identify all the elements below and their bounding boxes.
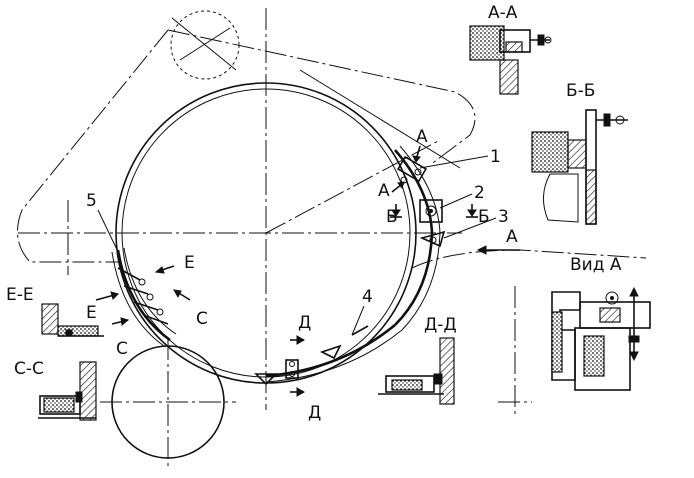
view-a-label: Вид А [570,255,622,275]
section-bb-label: Б-Б [566,81,595,101]
letter-d-bottom: Д [308,403,321,423]
section-ee-label: Е-Е [6,285,34,305]
diagonal-line [300,70,460,168]
section-cc-label: С-С [14,359,44,379]
bb-block [532,132,568,172]
letter-a-right: А [506,227,518,247]
section-aa-label: А-А [488,3,518,23]
letter-d-top: Д [298,313,311,333]
callout-5: 5 [86,191,97,211]
letter-c-right: С [196,309,208,329]
letter-e-bottom: Е [86,303,97,323]
letter-a-mid: А [378,181,390,201]
callout-3: 3 [498,207,509,227]
view-a: Вид А [498,255,650,414]
top-roller-axis-1 [172,18,236,70]
section-cc: С-С [14,359,96,420]
callout-1: 1 [490,147,501,167]
letter-c-left: С [116,339,128,359]
callout-4: 4 [362,287,373,307]
section-aa: А-А [470,3,551,94]
callout-2: 2 [474,183,485,203]
diagonal-axis-1 [266,140,440,233]
frame-outline-top [168,30,475,165]
aa-block [470,26,504,60]
section-dd-label: Д-Д [424,315,457,335]
letter-e-top: Е [184,253,195,273]
letter-a-top: А [416,127,428,147]
belt-left [118,250,170,340]
section-bb: Б-Б [532,81,628,224]
top-roller-axis-2 [180,28,230,60]
frame-outline-left [18,30,169,262]
